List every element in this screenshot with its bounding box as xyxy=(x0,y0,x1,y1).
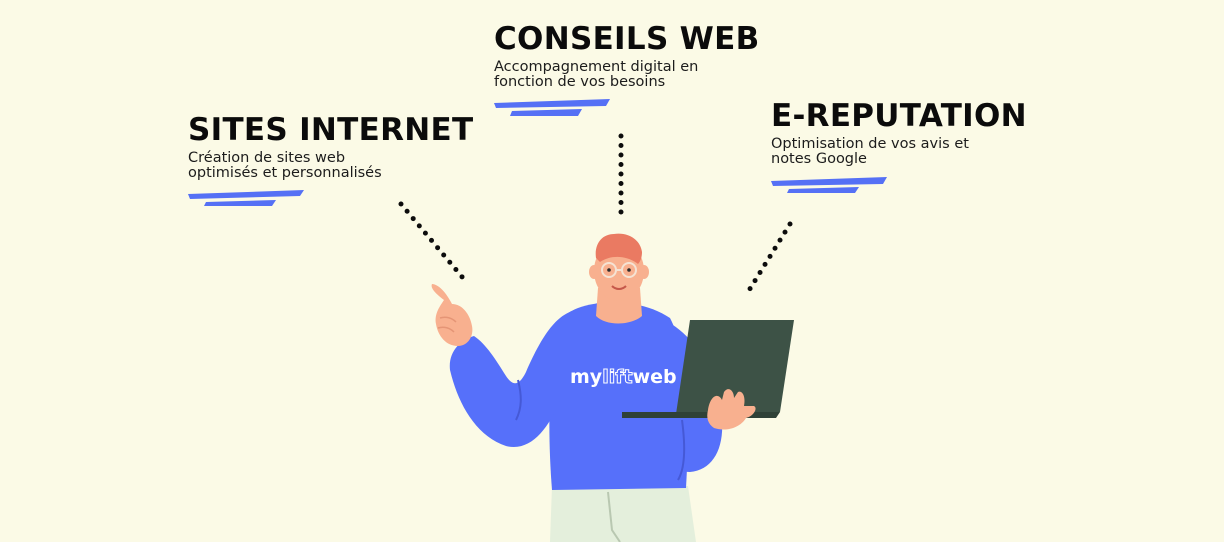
shirt xyxy=(549,302,688,490)
holding-hand xyxy=(707,389,756,430)
dotted-connector-right xyxy=(745,221,793,295)
brush-stroke-conseils xyxy=(494,99,610,116)
hair xyxy=(595,233,642,264)
left-arm xyxy=(449,310,578,447)
mouth xyxy=(611,285,627,290)
service-title: CONSEILS WEB xyxy=(494,21,760,57)
service-description: Accompagnement digital en fonction de vo… xyxy=(494,58,699,90)
pants xyxy=(550,486,696,542)
shirt-logo: myliftweb xyxy=(570,366,677,388)
person-illustration: myliftweb xyxy=(431,233,794,542)
service-title: E-REPUTATION xyxy=(771,98,1027,134)
service-sites-internet: SITES INTERNET Création de sites web opt… xyxy=(188,114,473,181)
service-conseils-web: CONSEILS WEB Accompagnement digital en f… xyxy=(494,23,760,90)
service-title: SITES INTERNET xyxy=(188,112,474,148)
glasses-icon xyxy=(601,262,637,278)
pointing-hand xyxy=(431,284,473,346)
brush-stroke-sites xyxy=(188,190,304,206)
service-description: Création de sites web optimisés et perso… xyxy=(188,149,382,181)
brush-stroke-ereputation xyxy=(771,177,887,193)
service-e-reputation: E-REPUTATION Optimisation de vos avis et… xyxy=(771,100,1027,167)
service-description: Optimisation de vos avis et notes Google xyxy=(771,135,969,167)
dotted-connector-left xyxy=(398,201,466,281)
